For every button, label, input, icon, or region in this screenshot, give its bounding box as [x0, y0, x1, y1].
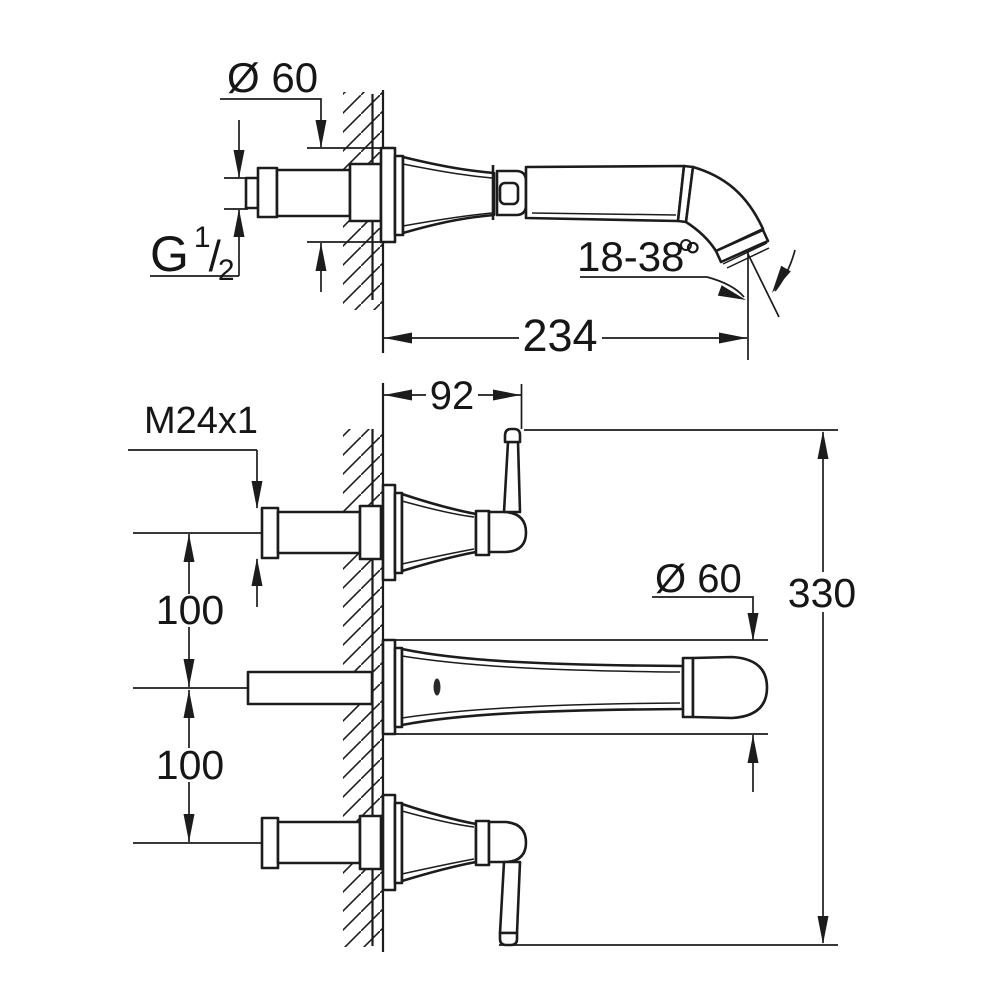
label-offset-92: 92	[430, 374, 475, 418]
arrowhead-down	[747, 613, 759, 641]
grohe-logo-emboss	[433, 678, 441, 696]
arrowhead-up	[251, 558, 263, 586]
label-100-lower: 100	[156, 742, 224, 788]
spout-cone	[401, 155, 496, 235]
label-dia60-plan: Ø 60	[655, 557, 742, 601]
label-angle-range: 18-38°	[577, 233, 701, 280]
arrowhead-up	[183, 534, 195, 562]
spout-plan	[246, 638, 769, 736]
handle-cone-edge-bottom	[401, 858, 475, 875]
dimension-100-lower: 100	[133, 687, 262, 844]
handle-collar	[474, 819, 491, 867]
dimension-spout-reach: 234	[384, 310, 747, 361]
handle-cone-edge-bottom	[401, 548, 475, 565]
arrowhead-down	[183, 659, 195, 687]
inlet-nose	[244, 176, 260, 210]
handle-grip	[487, 510, 528, 554]
handle-lever-rod	[502, 440, 522, 514]
label-reach-234: 234	[522, 310, 597, 361]
arrowhead-up	[817, 431, 829, 459]
arrowhead-left	[384, 332, 412, 344]
arrowhead-up	[747, 735, 759, 763]
arrowhead-right	[719, 332, 747, 344]
handle-cone-edge-top	[401, 500, 475, 518]
dimension-m24-thread: M24x1	[128, 400, 263, 607]
handle-cone	[400, 492, 478, 573]
handle-ring	[260, 506, 280, 560]
handle-cone	[400, 802, 478, 883]
arrowhead-right	[493, 389, 521, 401]
leader-arc-left	[706, 276, 745, 298]
spout-tube-edge	[531, 212, 677, 216]
spout-escutcheon-flange	[381, 638, 397, 736]
handle-shank	[276, 510, 362, 555]
dimension-offset-92: 92	[384, 374, 523, 429]
handle-shank	[276, 820, 362, 865]
arrowhead-down	[817, 916, 829, 944]
arrowhead-up	[315, 243, 327, 271]
dimension-spout-angle: 18-38°	[577, 233, 796, 360]
handle-grip	[487, 820, 528, 864]
handle-lever-cap	[498, 931, 519, 947]
dimension-escutcheon-dia-side: Ø 60	[220, 54, 396, 292]
label-dia60-side: Ø 60	[227, 54, 318, 101]
handle-cone-edge-top	[401, 810, 475, 828]
arrowhead-down	[315, 120, 327, 148]
handle-nut	[358, 504, 383, 561]
handle-escutcheon-flange	[381, 793, 397, 892]
arrowhead-up	[233, 209, 245, 237]
handle-collar	[474, 509, 491, 557]
mounting-nut	[348, 162, 383, 223]
spout-cone-edge-bottom	[402, 212, 493, 227]
arrowhead-down	[251, 481, 263, 509]
spout-body-edge-bottom	[401, 702, 681, 719]
handle-top-plan	[260, 427, 528, 582]
handle-bottom-plan	[260, 793, 528, 947]
spout-end-cap	[691, 655, 769, 720]
leader-line	[220, 98, 322, 147]
arrowhead-up	[183, 690, 195, 718]
label-height-330: 330	[788, 570, 856, 616]
grohe-logo-button	[498, 181, 520, 206]
leader-line	[652, 596, 754, 640]
mousseur-dot	[680, 239, 692, 251]
arrowhead-right-arc	[772, 265, 791, 293]
handle-ring	[260, 816, 280, 870]
spout-cone-edge-top	[402, 163, 493, 179]
inlet-ring	[256, 166, 279, 219]
dimension-escutcheon-dia-plan: Ø 60	[389, 557, 768, 792]
arrowhead-left	[384, 389, 412, 401]
plan-view: 92 M24x1 100 100	[128, 374, 856, 952]
inlet-fitting-side	[244, 162, 383, 223]
handle-nut	[358, 814, 383, 871]
handle-lever-rod	[498, 860, 522, 935]
dimension-100-upper: 100	[133, 532, 262, 687]
spout-body-edge-top	[401, 655, 681, 673]
arrowhead-down	[183, 814, 195, 842]
handle-lever-cap	[503, 427, 522, 444]
spout-side	[379, 146, 770, 269]
handle-escutcheon-flange	[381, 483, 397, 582]
arrowhead-down	[233, 150, 245, 178]
spout-escutcheon-flange	[379, 146, 397, 244]
dimension-height-330: 330	[499, 429, 856, 946]
spout-collar	[681, 656, 695, 719]
angle-leg-tilted	[747, 253, 780, 318]
arrowhead-left-arc	[717, 285, 746, 300]
label-100-upper: 100	[156, 587, 224, 633]
aerator-step-1	[722, 242, 768, 265]
aerator-band	[714, 228, 770, 264]
label-m24: M24x1	[144, 400, 258, 442]
inlet-body	[275, 168, 352, 218]
spout-inlet-pipe	[246, 670, 374, 706]
